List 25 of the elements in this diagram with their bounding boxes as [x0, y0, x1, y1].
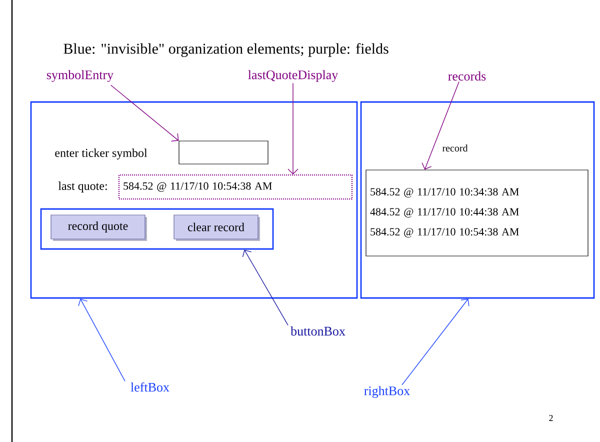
- clear-record-button: clear record: [174, 214, 260, 241]
- callout-label: lastQuoteDisplay: [248, 70, 338, 82]
- list-label: record: [442, 144, 468, 152]
- records-list: 584.52 @ 11/17/10 10:34:38 AM 484.52 @ 11/17/10 10:44:38 AM 584.52 @ 11/17/10 10:54:38 AM: [366, 170, 588, 256]
- title: Blue: "invisible" organization elements; purple: fields: [64, 43, 388, 57]
- field-label: enter ticker symbol: [55, 148, 148, 160]
- leader-arrow: [110, 84, 179, 142]
- callout-label: leftBox: [130, 382, 170, 392]
- leader-arrow: [422, 81, 460, 170]
- field-label: last quote:: [58, 182, 107, 192]
- page-number: 2: [549, 415, 553, 421]
- callout-label: records: [448, 71, 486, 81]
- button-box: [40, 208, 274, 250]
- callout-label: symbolEntry: [46, 70, 114, 82]
- layout-box: [360, 101, 595, 299]
- quote-display: 584.52 @ 11/17/10 10:54:38 AM: [118, 174, 352, 200]
- leader-arrow: [402, 298, 470, 386]
- record-quote-button: record quote: [50, 214, 147, 241]
- leader-arrow: [242, 250, 288, 326]
- leader-arrow: [78, 298, 126, 382]
- callout-label: buttonBox: [290, 326, 346, 336]
- leader-arrow: [288, 82, 298, 174]
- callout-label: rightBox: [364, 386, 410, 398]
- layout-box: [30, 101, 358, 299]
- input-field: [178, 140, 268, 164]
